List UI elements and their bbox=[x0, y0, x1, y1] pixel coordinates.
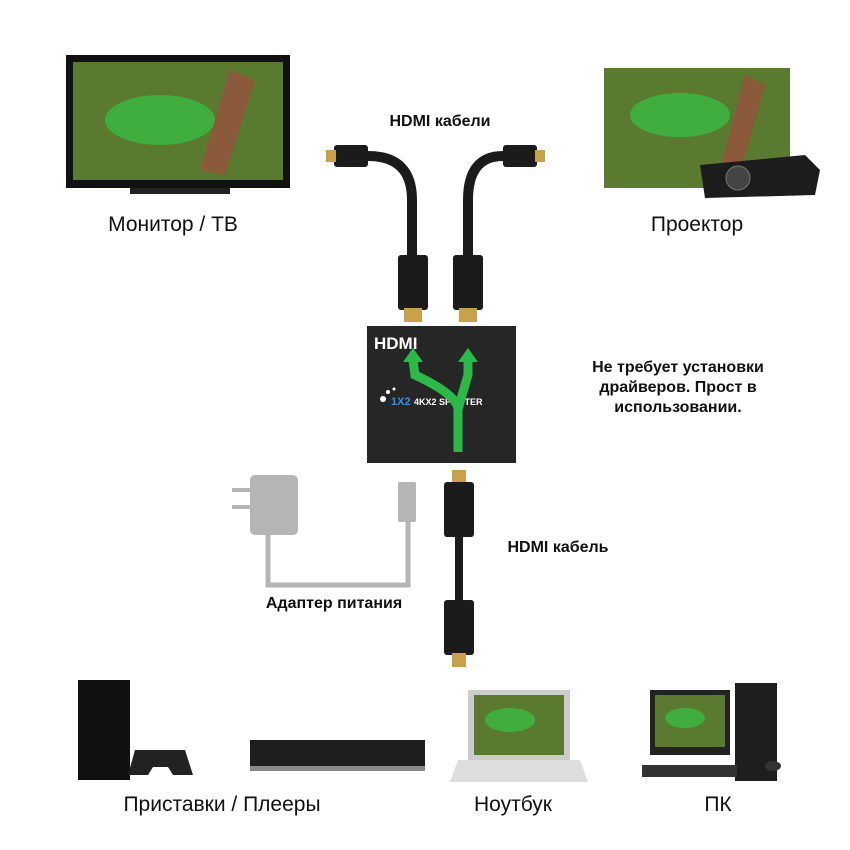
power-adapter-image bbox=[232, 475, 416, 588]
laptop-image bbox=[450, 690, 588, 782]
splitter-model: 1X2 bbox=[391, 396, 411, 408]
consoles-players-label: Приставки / Плееры bbox=[123, 793, 321, 816]
laptop-label: Ноутбук bbox=[474, 793, 552, 816]
pc-image bbox=[642, 683, 781, 781]
hdmi-cables-label: HDMI кабели bbox=[389, 113, 491, 130]
hdmi-splitter-device: HDMI 1X2 4KX2 SPLITTER bbox=[367, 326, 516, 463]
monitor-tv-image bbox=[66, 55, 290, 194]
hdmi-cable-label: HDMI кабель bbox=[507, 539, 609, 556]
console-player-image bbox=[78, 680, 425, 780]
power-adapter-label: Адаптер питания bbox=[265, 595, 403, 612]
projector-image bbox=[604, 68, 820, 198]
pc-label: ПК bbox=[704, 793, 732, 816]
hdmi-cables-top bbox=[326, 145, 545, 322]
splitter-logo: HDMI bbox=[374, 334, 417, 353]
splitter-name: 4KX2 SPLITTER bbox=[414, 397, 483, 407]
note-text: Не требует установки драйверов. Прост в … bbox=[592, 359, 764, 416]
hdmi-cable-bottom bbox=[444, 470, 474, 667]
monitor-tv-label: Монитор / ТВ bbox=[108, 213, 238, 236]
projector-label: Проектор bbox=[650, 213, 744, 236]
